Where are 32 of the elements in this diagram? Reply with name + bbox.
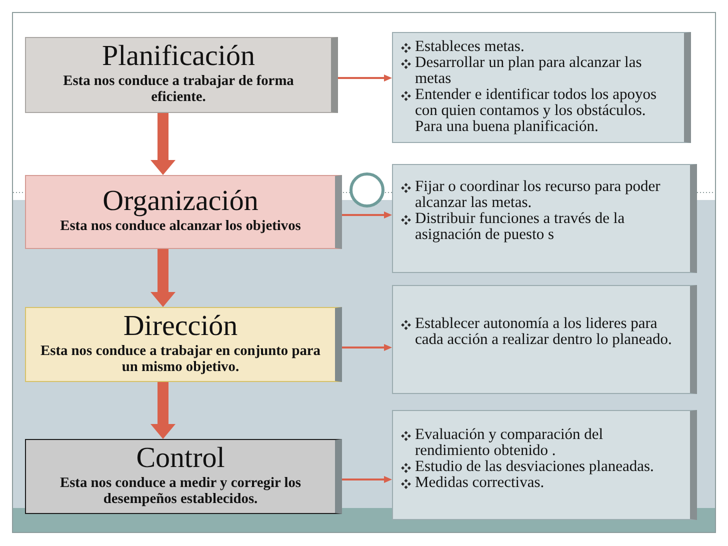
list-item-text: Entender e identificar todos los apoyos con quien contamos y los obstáculos. Para una buena planificación. — [415, 87, 658, 135]
bullet-list-box — [392, 285, 697, 394]
stage-description: Esta nos conduce a medir y corregir los desempeños establecidos. — [58, 474, 302, 508]
block-arrow — [150, 249, 176, 307]
list-item-text: Evaluación y comparación del rendimiento obtenido . — [415, 427, 604, 459]
stage-description: Esta nos conduce a trabajar de forma eficiente. — [62, 73, 295, 106]
arrow — [342, 344, 392, 351]
bullet-list-box — [392, 32, 691, 143]
list-item-text: Estudio de las desviaciones planeadas. — [415, 459, 654, 475]
list-item-text: Establecer autonomía a los lideres para cada acción a realizar dentro lo planeado. — [415, 316, 673, 348]
bullet-list-box — [392, 164, 697, 273]
process-box — [25, 307, 342, 382]
block-arrow — [150, 113, 176, 175]
process-box — [25, 175, 342, 249]
bullet-list-box — [392, 410, 697, 520]
stage-title: Control — [136, 442, 225, 475]
arrow — [338, 74, 392, 82]
list-item-text: Distribuir funciones a través de la asignación de puesto s — [415, 211, 626, 243]
list-item-text: Medidas correctivas. — [415, 475, 544, 491]
block-arrow — [150, 382, 176, 439]
arrow — [342, 476, 392, 483]
stage-title: Planificación — [102, 41, 255, 74]
stage-title: Dirección — [123, 310, 238, 343]
list-item-text: Desarrollar un plan para alcanzar las metas — [415, 55, 643, 87]
list-item-text: Estableces metas. — [415, 39, 524, 55]
stage-description: Esta nos conduce alcanzar los objetivos — [60, 218, 301, 234]
list-item-text: Fijar o coordinar los recurso para poder alcanzar las metas. — [415, 179, 662, 211]
process-box — [25, 439, 342, 514]
stage-description: Esta nos conduce a trabajar en conjunto para un mismo objetivo. — [40, 342, 322, 376]
stage-title: Organización — [102, 186, 258, 218]
arrow — [342, 211, 392, 218]
process-box — [25, 37, 338, 113]
